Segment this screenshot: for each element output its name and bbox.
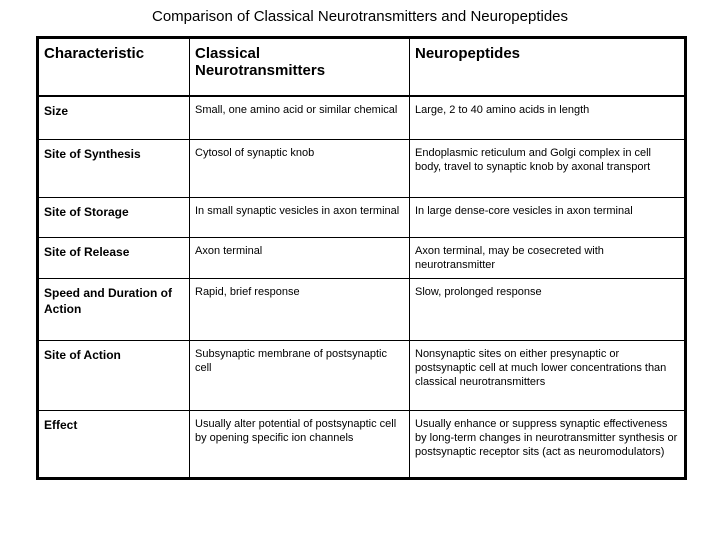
- row-label-site-of-action: Site of Action: [37, 340, 190, 411]
- cell-site-of-action-neuropeptides: Nonsynaptic sites on either presynaptic …: [409, 340, 686, 411]
- cell-site-of-action-classical: Subsynaptic membrane of postsynaptic cel…: [189, 340, 410, 411]
- page-title: Comparison of Classical Neurotransmitter…: [151, 8, 569, 25]
- row-label-site-of-synthesis: Site of Synthesis: [37, 139, 190, 198]
- cell-site-of-synthesis-neuropeptides: Endoplasmic reticulum and Golgi complex …: [409, 139, 686, 198]
- table-row: Site of Action Subsynaptic membrane of p…: [37, 340, 686, 411]
- row-label-size: Size: [37, 95, 190, 140]
- table-row: Effect Usually alter potential of postsy…: [37, 410, 686, 479]
- row-label-site-of-storage: Site of Storage: [37, 197, 190, 238]
- table-row: Speed and Duration of Action Rapid, brie…: [37, 278, 686, 341]
- cell-site-of-release-neuropeptides: Axon terminal, may be cosecreted with ne…: [409, 237, 686, 279]
- cell-size-classical: Small, one amino acid or similar chemica…: [189, 95, 410, 140]
- column-header-classical-line2: Neurotransmitters: [195, 62, 326, 79]
- cell-site-of-release-classical: Axon terminal: [189, 237, 410, 279]
- cell-effect-neuropeptides: Usually enhance or suppress synaptic eff…: [409, 410, 686, 479]
- row-label-speed-and-duration-of-action: Speed and Duration of Action: [37, 278, 190, 341]
- table-row: Site of Synthesis Cytosol of synaptic kn…: [37, 139, 686, 198]
- cell-speed-and-duration-neuropeptides: Slow, prolonged response: [409, 278, 686, 341]
- table-row: Size Small, one amino acid or similar ch…: [37, 95, 686, 140]
- row-label-effect: Effect: [37, 410, 190, 479]
- cell-effect-classical: Usually alter potential of postsynaptic …: [189, 410, 410, 479]
- table-body: Size Small, one amino acid or similar ch…: [37, 95, 686, 479]
- column-header-characteristic: Characteristic: [37, 37, 190, 97]
- cell-site-of-storage-neuropeptides: In large dense-core vesicles in axon ter…: [409, 197, 686, 238]
- cell-size-neuropeptides: Large, 2 to 40 amino acids in length: [409, 95, 686, 140]
- cell-site-of-synthesis-classical: Cytosol of synaptic knob: [189, 139, 410, 198]
- column-header-classical-line1: Classical: [195, 45, 261, 62]
- row-label-site-of-release: Site of Release: [37, 237, 190, 279]
- table-row: Site of Storage In small synaptic vesicl…: [37, 197, 686, 238]
- table-row: Site of Release Axon terminal Axon termi…: [37, 237, 686, 279]
- cell-site-of-storage-classical: In small synaptic vesicles in axon termi…: [189, 197, 410, 238]
- cell-speed-and-duration-classical: Rapid, brief response: [189, 278, 410, 341]
- column-header-neuropeptides: Neuropeptides: [409, 37, 686, 97]
